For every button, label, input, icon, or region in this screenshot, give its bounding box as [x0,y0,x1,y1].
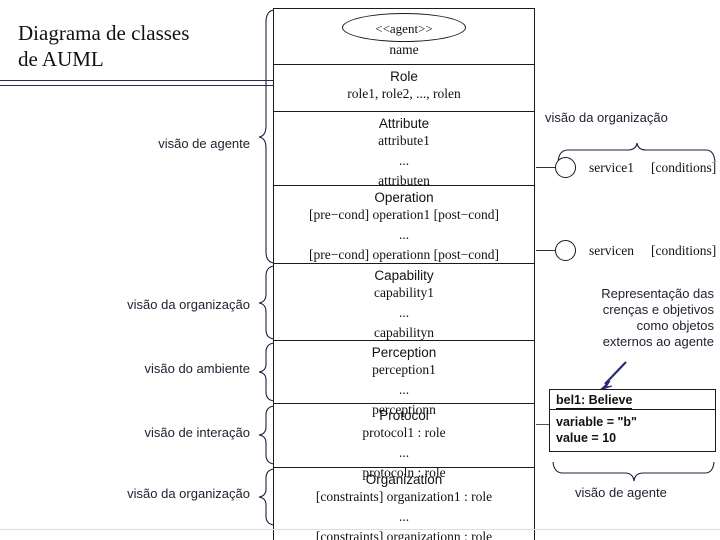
compartment-perception-header: Perception [371,345,437,360]
bottom-rule [0,529,720,530]
service-interface-circle-2[interactable] [555,240,576,261]
brace-visao-da-organizacao-1 [258,265,275,340]
label-services-visao-da-organizacao: visão da organização [545,110,668,125]
compartment-role-line-0: role1, role2, ..., rolen [347,86,461,101]
compartment-organization: Organization [constraints] organization1… [274,468,534,540]
compartment-operation-line-1: ... [398,227,410,242]
annotation-text: Representação das crenças e objetivos co… [601,286,714,349]
compartment-operation-line-2: [pre−cond] operationn [post−cond] [309,247,499,262]
compartment-attribute: Attribute attribute1 ... attributen [274,112,534,188]
object-box-bel1[interactable]: bel1: Believe variable = "b" value = 10 [549,389,716,452]
class-name-label: name [389,42,419,57]
label-visao-da-organizacao-1: visão da organização [127,297,250,312]
brace-visao-da-organizacao-2 [258,468,275,526]
service-conditions-2: [conditions] [650,242,717,258]
compartment-attribute-line-1: ... [398,153,410,168]
stereotype-ellipse: <<agent>> [342,13,466,42]
service-name-1: service1 [589,159,634,175]
compartment-perception: Perception perception1 ... perceptionn [274,341,534,417]
compartment-organization-header: Organization [365,472,443,487]
service-row-2[interactable]: servicen [conditions] [536,240,716,261]
service-connector-line-2 [536,250,555,251]
compartment-protocol-header: Protocol [379,408,429,423]
compartment-attribute-line-2: attributen [378,173,430,188]
brace-visao-de-interacao [258,405,275,465]
title-rule-top [0,80,297,81]
annotation-arrow-icon [599,361,627,391]
compartment-protocol-line-1: ... [398,445,410,460]
auml-agent-class-box[interactable]: <<agent>> name Role role1, role2, ..., r… [273,8,535,540]
label-visao-da-organizacao-2: visão da organização [127,486,250,501]
service-conditions-1: [conditions] [650,159,717,175]
compartment-organization-line-0: [constraints] organization1 : role [315,489,493,504]
services-brace [557,142,716,163]
label-visao-de-agente: visão de agente [158,136,250,151]
object-brace [552,461,715,482]
compartment-perception-line-2: perceptionn [372,402,436,417]
compartment-perception-line-1: ... [398,382,410,397]
compartment-protocol: Protocol protocol1 : role ... protocoln … [274,404,534,480]
object-box-attributes: variable = "b" value = 10 [556,415,637,445]
object-box-title-text: bel1: Believe [556,393,633,409]
compartment-operation-header: Operation [374,190,434,205]
compartment-capability-header: Capability [374,268,434,283]
page-title: Diagrama de classes de AUML [18,21,190,71]
compartment-attribute-header: Attribute [378,116,430,131]
object-box-title: bel1: Believe [550,390,715,410]
service-interface-circle-1[interactable] [555,157,576,178]
compartment-organization-line-2: [constraints] organizationn : role [315,529,493,540]
brace-visao-de-agente [258,9,275,264]
compartment-protocol-line-0: protocol1 : role [362,425,446,440]
compartment-attribute-line-0: attribute1 [378,133,430,148]
service-connector-line-1 [536,167,555,168]
compartment-role-header: Role [390,69,418,84]
service-name-2: servicen [589,242,634,258]
brace-visao-do-ambiente [258,342,275,402]
label-visao-do-ambiente: visão do ambiente [144,361,250,376]
compartment-organization-line-1: ... [398,509,410,524]
compartment-protocol-line-2: protocoln : role [362,465,446,480]
label-visao-de-interacao: visão de interação [144,425,250,440]
class-header-compartment: <<agent>> name [274,13,534,65]
compartment-operation-line-0: [pre−cond] operation1 [post−cond] [309,207,499,222]
title-rule-bottom [0,85,297,86]
compartment-operation: Operation [pre−cond] operation1 [post−co… [274,186,534,264]
service-row-1[interactable]: service1 [conditions] [536,157,716,178]
compartment-capability: Capability capability1 ... capabilityn [274,264,534,341]
compartment-role: Role role1, role2, ..., rolen [274,65,534,112]
label-object-visao-de-agente: visão de agente [575,485,667,500]
left-brace-group [258,9,275,526]
compartment-capability-line-2: capabilityn [374,325,434,340]
compartment-capability-line-1: ... [398,305,410,320]
compartment-perception-line-0: perception1 [372,362,436,377]
compartment-capability-line-0: capability1 [374,285,434,300]
object-connector-stub [536,424,550,425]
